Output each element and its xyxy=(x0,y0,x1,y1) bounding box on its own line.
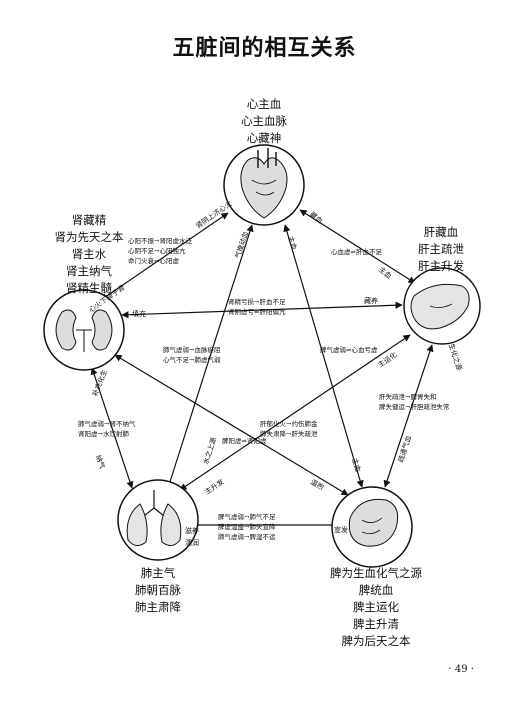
kidney-note-3: 肾主水 xyxy=(71,247,107,261)
relation-liver-lung: 肝郁化火→灼伤肺金 肺失肃降→肝失疏泄 xyxy=(260,419,317,439)
liver-note-1: 肝藏血 xyxy=(423,225,459,239)
kidney-notes: 肾藏精 肾为先天之本 肾主水 肾主纳气 肾精生髓 xyxy=(40,212,138,297)
lung-note-3: 肺主肃降 xyxy=(135,600,181,614)
relation-kidney-lung-2: 肾阳虚→水饮射肺 xyxy=(78,430,129,438)
liver-icon xyxy=(410,283,470,330)
heart-note-1: 心主血 xyxy=(246,97,282,111)
kidney-note-2: 肾为先天之本 xyxy=(54,230,124,244)
liver-note-3: 肝主升发 xyxy=(418,259,464,273)
liver-notes: 肝藏血 肝主疏泄 肝主升发 xyxy=(396,224,486,275)
spleen-note-5: 脾为后天之本 xyxy=(341,634,411,648)
relation-kidney-lung: 肺气虚弱→肾不纳气 肾阳虚→水饮射肺 xyxy=(78,419,135,439)
lung-icon xyxy=(126,490,182,546)
relation-heart-liver: 心血虚⇌肝血不足 xyxy=(331,248,382,256)
relation-heart-lung: 肺气虚弱→血脉瘀阻 心气不足→肺虚气弱 xyxy=(163,345,220,365)
relation-lung-spleen-1: 脾气虚弱→肺气不足 xyxy=(218,513,276,521)
relation-kidney-lung-1: 肺气虚弱→肾不纳气 xyxy=(78,420,136,428)
liver-node xyxy=(403,267,481,345)
edge-label-lung-spleen: 滋养 xyxy=(185,527,199,535)
heart-note-3: 心藏神 xyxy=(246,131,282,145)
relation-kidney-liver-1: 肾精亏损→肝血不足 xyxy=(228,298,286,306)
page-number: · 49 · xyxy=(448,664,474,675)
relation-heart-kidney-1: 心阳不振→肾阳虚水泛 xyxy=(128,237,192,245)
edge-label-lung-spleen-b: 濡润 xyxy=(185,539,199,547)
relation-lung-spleen-3: 肺气虚弱→脾湿不运 xyxy=(218,533,276,541)
lung-notes: 肺主气 肺朝百脉 肺主肃降 xyxy=(118,565,198,616)
relation-heart-lung-2: 心气不足→肺虚气弱 xyxy=(163,356,221,364)
spleen-note-3: 脾主运化 xyxy=(353,600,399,614)
relation-heart-spleen: 脾气虚弱⇌心血亏虚 xyxy=(320,346,378,354)
heart-icon xyxy=(240,148,288,219)
relation-heart-kidney-3: 命门火衰⇌心阳虚 xyxy=(128,257,179,265)
relation-kidney-liver-2: 肾阴虚亏⇌肝阳偏亢 xyxy=(228,308,286,316)
kidney-note-4: 肾主纳气 xyxy=(66,264,112,278)
relation-liver-lung-2: 肺失肃降→肝失疏泄 xyxy=(260,430,318,438)
heart-notes: 心主血 心主血脉 心藏神 xyxy=(222,96,306,147)
relation-heart-kidney-2: 心阴不足→心阳独亢 xyxy=(128,247,186,255)
spleen-note-2: 脾统血 xyxy=(358,583,394,597)
page-title: 五脏间的相互关系 xyxy=(172,36,357,61)
edge-liver-spleen xyxy=(383,344,434,488)
liver-note-2: 肝主疏泄 xyxy=(418,242,464,256)
spleen-node xyxy=(331,486,413,568)
relation-liver-lung-1: 肝郁化火→灼伤肺金 xyxy=(260,420,318,428)
relation-kidney-liver: 肾精亏损→肝血不足 肾阴虚亏⇌肝阳偏亢 xyxy=(228,297,285,317)
heart-note-2: 心主血脉 xyxy=(241,114,287,128)
relation-heart-kidney: 心阳不振→肾阳虚水泛 心阴不足→心阳独亢 命门火衰⇌心阳虚 xyxy=(128,236,192,266)
relation-lung-spleen: 脾气虚弱→肺气不足 脾虚湿盛→肺失宣降 肺气虚弱→脾湿不运 xyxy=(218,512,275,542)
spleen-note-4: 脾主升清 xyxy=(353,617,399,631)
edge-label-liver-kidney: 藏养 xyxy=(364,297,378,305)
spleen-icon xyxy=(348,498,399,547)
lung-node xyxy=(117,479,199,561)
relation-heart-lung-1: 肺气虚弱→血脉瘀阻 xyxy=(163,346,221,354)
relation-lung-spleen-2: 脾虚湿盛→肺失宣降 xyxy=(218,523,276,531)
kidney-icon xyxy=(55,309,113,352)
heart-node xyxy=(223,144,305,226)
lung-note-2: 肺朝百脉 xyxy=(135,583,181,597)
kidney-note-1: 肾藏精 xyxy=(71,213,107,227)
edge-label-kidney-liver-left: 填充 xyxy=(132,310,146,318)
edge-kidney-spleen xyxy=(114,354,349,496)
relation-kidney-spleen: 脾阳虚⇌肾阳虚 xyxy=(222,437,267,445)
kidney-note-5: 肾精生髓 xyxy=(66,281,112,295)
lung-note-1: 肺主气 xyxy=(140,566,176,580)
spleen-note-1: 脾为生血化气之源 xyxy=(330,566,422,580)
relation-liver-spleen: 肝失疏泄→脾胃失和 脾失健运→肝胆疏泄失常 xyxy=(379,392,449,412)
edge-label-spleen-lung: 宣发 xyxy=(334,526,348,534)
edge-heart-spleen xyxy=(283,224,364,488)
kidney-node xyxy=(43,289,125,371)
spleen-notes: 脾为生血化气之源 脾统血 脾主运化 脾主升清 脾为后天之本 xyxy=(316,565,436,650)
relation-liver-spleen-1: 肝失疏泄→脾胃失和 xyxy=(379,393,437,401)
relation-liver-spleen-2: 脾失健运→肝胆疏泄失常 xyxy=(379,403,450,411)
